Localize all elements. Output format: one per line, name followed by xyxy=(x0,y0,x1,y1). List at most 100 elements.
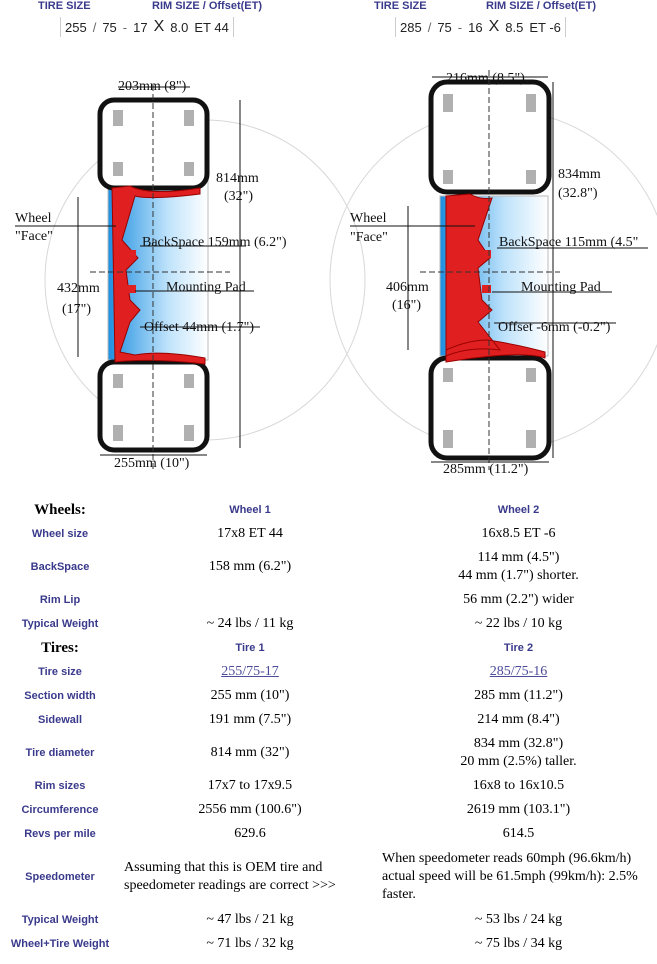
table-row: Tire size 255/75-17 285/75-16 xyxy=(0,660,657,684)
speedometer-note-2: When speedometer reads 60mph (96.6km/h) … xyxy=(382,851,638,902)
row-label: Wheel+Tire Weight xyxy=(10,938,110,950)
row-value-2b: 20 mm (2.5%) taller. xyxy=(460,754,577,769)
table-row: Circumference 2556 mm (100.6") 2619 mm (… xyxy=(0,798,657,822)
width-left: 255 xyxy=(65,19,87,35)
table-row: Wheel size 17x8 ET 44 16x8.5 ET -6 xyxy=(0,522,657,546)
tire1-size-link[interactable]: 255/75-17 xyxy=(221,664,279,679)
row-value-2a: 834 mm (32.8") xyxy=(473,736,564,751)
row-value-1: ~ 24 lbs / 11 kg xyxy=(206,616,294,631)
row-value-2: 56 mm (2.2") wider xyxy=(463,592,574,607)
row-value-2b: 44 mm (1.7") shorter. xyxy=(458,568,579,583)
left-dimensions: 203mm (8") 814mm (32") Wheel "Face" Back… xyxy=(15,79,287,471)
row-value-1: 17x8 ET 44 xyxy=(217,526,283,541)
row-label: Circumference xyxy=(21,804,99,816)
table-row: Typical Weight ~ 24 lbs / 11 kg ~ 22 lbs… xyxy=(0,612,657,636)
right-mounting: Mounting Pad xyxy=(521,280,601,295)
right-tire-top xyxy=(428,79,552,195)
et-left: ET 44 xyxy=(194,19,229,35)
table-row: Sidewall 191 mm (7.5") 214 mm (8.4") xyxy=(0,708,657,732)
right-top-width: 216mm (8.5") xyxy=(446,71,525,86)
rim-left: 17 xyxy=(133,19,148,35)
row-value-2: ~ 22 lbs / 10 kg xyxy=(474,616,563,631)
aspect-right: 75 xyxy=(437,19,452,35)
right-diameter-in: (32.8") xyxy=(558,186,598,201)
row-label: Speedometer xyxy=(25,871,95,883)
tire-size-label-left: TIRE SIZE xyxy=(38,0,91,12)
row-value-1: 158 mm (6.2") xyxy=(208,559,292,574)
width-right: 285 xyxy=(400,19,422,35)
row-value-2: 114 mm (4.5") 44 mm (1.7") shorter. xyxy=(380,546,657,588)
table-row: Rim sizes 17x7 to 17x9.5 16x8 to 16x10.5 xyxy=(0,774,657,798)
row-label: Sidewall xyxy=(37,714,83,726)
row-value-1: 255 mm (10") xyxy=(210,688,290,703)
row-value-1: ~ 71 lbs / 32 kg xyxy=(206,936,294,951)
table-row: Section width 255 mm (10") 285 mm (11.2"… xyxy=(0,684,657,708)
wheel1-head: Wheel 1 xyxy=(229,504,271,516)
table-row: Typical Weight ~ 47 lbs / 21 kg ~ 53 lbs… xyxy=(0,908,657,932)
right-rim-mm: 406mm xyxy=(386,280,429,295)
wheel2-head: Wheel 2 xyxy=(497,504,540,516)
row-label: Wheel size xyxy=(31,528,89,540)
tire-spec-right: 285/ 75- 16 X 8.5 ET -6 xyxy=(395,17,566,37)
left-offset: Offset 44mm (1.7") xyxy=(144,320,254,335)
row-value-1: 629.6 xyxy=(234,826,266,841)
wheel-diagram: 203mm (8") 814mm (32") Wheel "Face" Back… xyxy=(15,70,657,477)
tire2-head: Tire 2 xyxy=(503,642,534,654)
right-bottom-width: 285mm (11.2") xyxy=(443,462,529,477)
spec-table: Wheels: Wheel 1 Wheel 2 Wheel size 17x8 … xyxy=(0,498,657,956)
left-diameter-mm: 814mm xyxy=(216,171,259,186)
tires-section-title: Tires: xyxy=(41,639,79,656)
row-label: Typical Weight xyxy=(21,914,99,926)
rim-width-right: 8.5 xyxy=(505,19,524,35)
right-face: Wheel xyxy=(350,211,387,226)
row-label: BackSpace xyxy=(30,561,90,573)
et-right: ET -6 xyxy=(529,19,561,35)
speedometer-note-1: Assuming that this is OEM tire and speed… xyxy=(124,860,336,893)
row-value-2: 214 mm (8.4") xyxy=(477,712,560,727)
table-row: Tire diameter 814 mm (32") 834 mm (32.8"… xyxy=(0,732,657,774)
right-wheel-face xyxy=(445,193,546,363)
row-value-1: 2556 mm (100.6") xyxy=(198,802,302,817)
tire2-size-link[interactable]: 285/75-16 xyxy=(489,664,548,679)
right-rim-in: (16") xyxy=(392,298,421,313)
row-value-2: 285 mm (11.2") xyxy=(474,688,563,703)
row-value-1: 17x7 to 17x9.5 xyxy=(207,778,293,793)
row-value-2: 834 mm (32.8") 20 mm (2.5%) taller. xyxy=(380,732,657,774)
right-backspace: BackSpace 115mm (4.5" xyxy=(499,235,638,250)
row-value-1: 814 mm (32") xyxy=(210,745,290,760)
right-diameter-mm: 834mm xyxy=(558,167,601,182)
row-label: Tire size xyxy=(38,666,82,678)
left-diameter-in: (32") xyxy=(224,189,253,204)
rim-size-label-right: RIM SIZE / Offset(ET) xyxy=(486,0,596,12)
right-tire-bottom xyxy=(428,355,552,461)
left-rim-mm: 432mm xyxy=(57,281,100,296)
row-label: Revs per mile xyxy=(24,828,96,840)
table-row: BackSpace 158 mm (6.2") 114 mm (4.5") 44… xyxy=(0,546,657,588)
tire1-head: Tire 1 xyxy=(235,642,265,654)
row-value-1 xyxy=(120,588,380,612)
table-row: Revs per mile 629.6 614.5 xyxy=(0,822,657,846)
left-mounting: Mounting Pad xyxy=(166,280,246,295)
left-wheel-face xyxy=(111,185,206,365)
row-value-1: ~ 47 lbs / 21 kg xyxy=(206,912,294,927)
wheels-section-title: Wheels: xyxy=(34,501,86,518)
aspect-left: 75 xyxy=(102,19,117,35)
row-value-2: 16x8 to 16x10.5 xyxy=(472,778,565,793)
left-backspace: BackSpace 159mm (6.2") xyxy=(142,235,287,250)
tire-size-label-right: TIRE SIZE xyxy=(374,0,427,12)
right-offset: Offset -6mm (-0.2") xyxy=(498,320,611,335)
left-wheel xyxy=(90,85,230,470)
tires-header-row: Tires: Tire 1 Tire 2 xyxy=(0,636,657,660)
row-value-1: 191 mm (7.5") xyxy=(208,712,292,727)
row-label: Section width xyxy=(24,690,96,702)
row-label: Rim sizes xyxy=(34,780,86,792)
row-label: Rim Lip xyxy=(39,594,81,606)
tire-spec-left: 255/ 75- 17 X 8.0 ET 44 xyxy=(60,17,234,37)
row-label: Typical Weight xyxy=(21,618,99,630)
table-row: Rim Lip 56 mm (2.2") wider xyxy=(0,588,657,612)
row-value-2: 2619 mm (103.1") xyxy=(466,802,571,817)
x-left: X xyxy=(153,18,165,35)
right-face2: "Face" xyxy=(350,230,388,245)
left-bottom-width: 255mm (10") xyxy=(114,456,190,471)
wheels-header-row: Wheels: Wheel 1 Wheel 2 xyxy=(0,498,657,522)
